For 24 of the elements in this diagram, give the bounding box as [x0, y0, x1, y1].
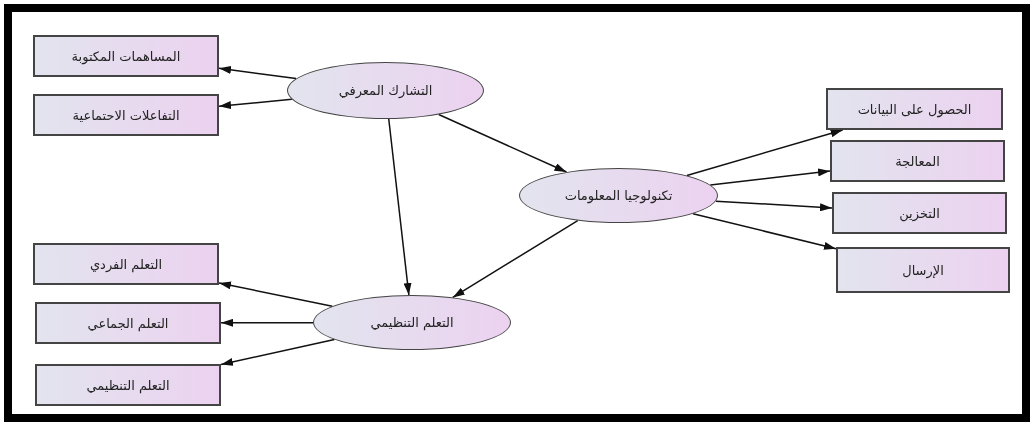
concept-ellipse: التشارك المعرفي — [287, 62, 484, 119]
indicator-box: التعلم الفردي — [33, 243, 219, 285]
arrow — [220, 318, 314, 327]
indicator-box: التعلم الجماعي — [35, 302, 221, 344]
concept-ellipse: تكنولوجيا المعلومات — [519, 168, 718, 223]
concept-ellipse: التعلم التنظيمي — [313, 295, 511, 350]
indicator-box: التعلم التنظيمي — [35, 364, 221, 406]
indicator-box: الحصول على البيانات — [826, 88, 1003, 130]
indicator-box: الإرسال — [836, 247, 1010, 293]
arrow — [437, 113, 568, 173]
arrow — [715, 200, 833, 212]
indicator-box: التفاعلات الاحتماعية — [33, 94, 219, 136]
arrow — [218, 66, 297, 80]
arrow — [452, 219, 579, 299]
arrow — [220, 338, 336, 366]
indicator-box: المعالجة — [830, 140, 1005, 182]
indicator-box: المساهمات المكتوبة — [33, 35, 219, 77]
indicator-box: التخزين — [832, 192, 1007, 234]
arrow — [692, 213, 837, 250]
arrow — [388, 118, 412, 296]
arrow — [218, 98, 293, 110]
arrow — [218, 281, 334, 307]
arrow — [686, 129, 844, 177]
arrow — [709, 168, 831, 186]
